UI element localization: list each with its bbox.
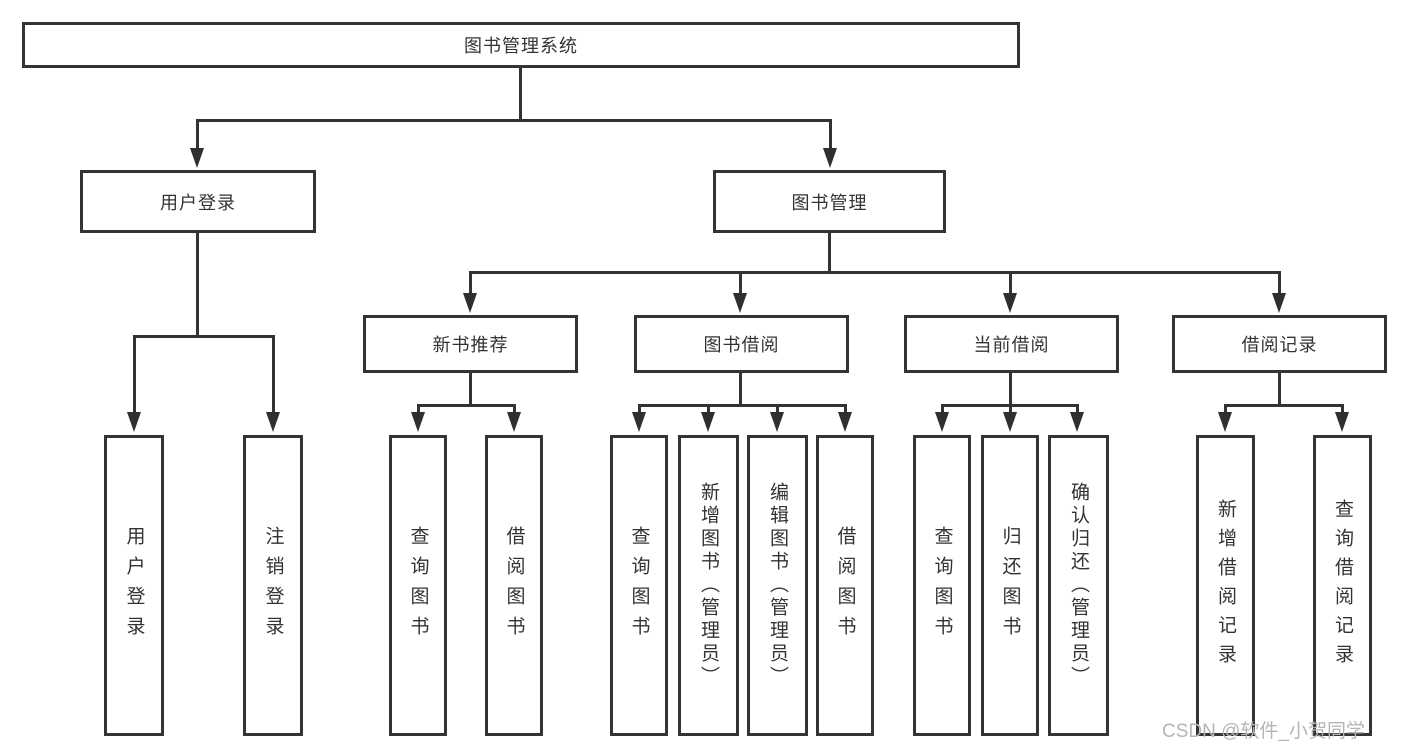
connector-recommend-bus [417, 404, 516, 407]
connector-mgmt-drop-1 [469, 271, 472, 293]
connector-mgmt-drop-3 [1009, 271, 1012, 293]
leaf-user-login: 用户登录 [104, 435, 164, 736]
leaf-recommend-borrow-books-label: 借阅图书 [503, 525, 525, 646]
leaf-user-login-label: 用户登录 [123, 525, 145, 646]
arrowhead-to-user-login [190, 148, 204, 168]
connector-current-drop-1 [941, 404, 944, 412]
arrowhead-borrowing-add [701, 412, 715, 432]
leaf-return-books: 归还图书 [981, 435, 1039, 736]
leaf-confirm-return-admin-label: 确认归还（管理员） [1068, 482, 1089, 689]
arrowhead-records-query [1335, 412, 1349, 432]
connector-current-stem [1009, 373, 1012, 407]
leaf-recommend-borrow-books: 借阅图书 [485, 435, 543, 736]
connector-mgmt-drop-4 [1278, 271, 1281, 293]
node-current-borrowing: 当前借阅 [904, 315, 1119, 373]
connector-current-drop-2 [1009, 404, 1012, 412]
leaf-borrowing-borrow-books: 借阅图书 [816, 435, 874, 736]
connector-root-left-drop [196, 119, 199, 150]
node-user-login-branch: 用户登录 [80, 170, 316, 233]
node-current-borrowing-label: 当前借阅 [973, 335, 1050, 355]
node-new-book-recommend: 新书推荐 [363, 315, 578, 373]
arrowhead-to-book-mgmt [823, 148, 837, 168]
arrowhead-recommend-borrow [507, 412, 521, 432]
leaf-borrowing-query-books: 查询图书 [610, 435, 668, 736]
arrowhead-recommend-query [411, 412, 425, 432]
connector-current-drop-3 [1076, 404, 1079, 412]
arrowhead-current-query [935, 412, 949, 432]
leaf-recommend-query-books-label: 查询图书 [407, 525, 429, 646]
arrowhead-borrowing-edit [770, 412, 784, 432]
connector-login-bus [133, 335, 274, 338]
leaf-add-borrow-record: 新增借阅记录 [1196, 435, 1255, 736]
connector-recommend-drop-2 [513, 404, 516, 412]
connector-records-stem [1278, 373, 1281, 407]
connector-root-right-drop [829, 119, 832, 150]
connector-login-stem [196, 233, 199, 338]
connector-records-drop-2 [1341, 404, 1344, 412]
connector-borrowing-drop-1 [638, 404, 641, 412]
connector-login-drop-1 [133, 335, 136, 412]
arrowhead-current-return [1003, 412, 1017, 432]
connector-root-stem [519, 68, 522, 120]
arrowhead-to-current-borrow [1003, 293, 1017, 313]
node-root-label: 图书管理系统 [464, 36, 578, 56]
connector-records-bus [1224, 404, 1343, 407]
node-book-borrowing: 图书借阅 [634, 315, 849, 373]
leaf-confirm-return-admin: 确认归还（管理员） [1048, 435, 1109, 736]
leaf-add-books-admin-label: 新增图书（管理员） [698, 482, 719, 689]
connector-mgmt-drop-2 [739, 271, 742, 293]
connector-recommend-drop-1 [417, 404, 420, 412]
leaf-current-query-books-label: 查询图书 [931, 525, 953, 646]
leaf-query-borrow-record-label: 查询借阅记录 [1332, 498, 1353, 673]
connector-mgmt-bus [469, 271, 1281, 274]
node-new-book-recommend-label: 新书推荐 [432, 335, 509, 355]
arrowhead-borrowing-borrow [838, 412, 852, 432]
leaf-borrowing-borrow-books-label: 借阅图书 [834, 525, 856, 646]
leaf-current-query-books: 查询图书 [913, 435, 971, 736]
node-borrowing-records-label: 借阅记录 [1241, 335, 1318, 355]
node-root-library-system: 图书管理系统 [22, 22, 1020, 68]
node-book-borrowing-label: 图书借阅 [703, 335, 780, 355]
connector-login-drop-2 [272, 335, 275, 412]
arrowhead-to-borrow-records [1272, 293, 1286, 313]
leaf-return-books-label: 归还图书 [999, 525, 1021, 646]
arrowhead-to-book-borrow [733, 293, 747, 313]
arrowhead-borrowing-query [632, 412, 646, 432]
leaf-add-books-admin: 新增图书（管理员） [678, 435, 739, 736]
arrowhead-records-add [1218, 412, 1232, 432]
connector-recommend-stem [469, 373, 472, 407]
node-user-login-label: 用户登录 [160, 192, 236, 213]
csdn-watermark: CSDN @软件_小贺同学 [1162, 721, 1365, 742]
connector-borrowing-bus [638, 404, 847, 407]
leaf-recommend-query-books: 查询图书 [389, 435, 447, 736]
connector-borrowing-stem [739, 373, 742, 407]
connector-borrowing-drop-2 [707, 404, 710, 412]
connector-records-drop-1 [1224, 404, 1227, 412]
leaf-query-borrow-record: 查询借阅记录 [1313, 435, 1372, 736]
connector-mgmt-stem [828, 233, 831, 274]
leaf-borrowing-query-books-label: 查询图书 [628, 525, 650, 646]
arrowhead-to-leaf-logout [266, 412, 280, 432]
leaf-add-borrow-record-label: 新增借阅记录 [1215, 498, 1236, 673]
arrowhead-to-leaf-user-login [127, 412, 141, 432]
leaf-edit-books-admin-label: 编辑图书（管理员） [767, 482, 788, 689]
node-book-management-branch: 图书管理 [713, 170, 946, 233]
connector-borrowing-drop-4 [844, 404, 847, 412]
leaf-logout: 注销登录 [243, 435, 303, 736]
node-book-management-label: 图书管理 [791, 192, 868, 213]
connector-borrowing-drop-3 [776, 404, 779, 412]
node-borrowing-records: 借阅记录 [1172, 315, 1387, 373]
leaf-edit-books-admin: 编辑图书（管理员） [747, 435, 808, 736]
leaf-logout-label: 注销登录 [262, 525, 284, 646]
arrowhead-current-confirm [1070, 412, 1084, 432]
arrowhead-to-new-books [463, 293, 477, 313]
connector-root-bus [196, 119, 832, 122]
